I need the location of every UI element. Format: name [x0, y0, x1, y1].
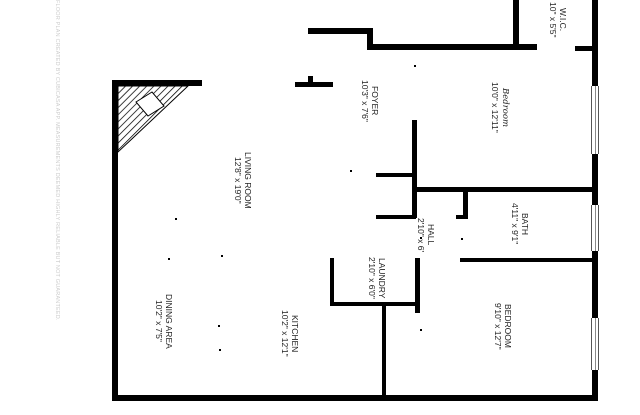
room-dims: 4'11" x 9'1" [510, 203, 520, 245]
room-dims: 12'8" x 19'0" [233, 157, 243, 204]
room-name: DINING AREA [164, 294, 174, 349]
outlet-marker [414, 65, 416, 67]
wall [415, 258, 420, 313]
outlet-marker [218, 325, 220, 327]
outlet-marker [219, 349, 221, 351]
wall [295, 82, 333, 87]
outlet-marker [420, 237, 422, 239]
wall [308, 76, 313, 86]
room-name: HALL [426, 224, 436, 246]
room-name: BEDROOM [503, 304, 513, 349]
window [591, 318, 599, 370]
wall [382, 304, 386, 396]
wall [412, 120, 417, 218]
wall [513, 0, 519, 50]
room-name: LIVING ROOM [243, 152, 253, 209]
outlet-marker [350, 170, 352, 172]
room-label-wic: W.I.C.10" x 5'5" [548, 2, 568, 38]
room-name: LAUNDRY [377, 257, 387, 299]
outlet-marker [420, 329, 422, 331]
room-name: KITCHEN [290, 314, 300, 352]
room-name: BATH [520, 212, 530, 235]
wall [330, 302, 418, 306]
room-dims: 2'10" x 6' [416, 218, 426, 253]
window [591, 205, 599, 251]
fireplace-icon [118, 86, 189, 153]
room-dims: 9'10" x 12'7" [493, 303, 503, 350]
outlet-marker [461, 238, 463, 240]
wall [456, 215, 468, 219]
room-dims: 2'10" x 6'0" [367, 257, 377, 299]
wall [308, 28, 373, 34]
wall [112, 395, 598, 401]
outlet-marker [221, 255, 223, 257]
wall [112, 80, 118, 401]
watermark: FLOOR PLAN CREATED BY CUBICASA APP. MEAS… [54, 0, 60, 321]
wall [463, 190, 468, 218]
room-dims: 10'3" x 7'6" [360, 80, 370, 122]
wall [367, 44, 537, 50]
room-name: W.I.C. [558, 8, 568, 32]
room-dims: 10'2" x 7'5" [154, 300, 164, 343]
room-name: FOYER [370, 86, 380, 116]
wall [460, 258, 595, 262]
room-dims: 10'0" x 12'11" [490, 82, 500, 133]
wall [112, 80, 202, 86]
outlet-marker [175, 218, 177, 220]
wall [592, 0, 598, 401]
wall [367, 28, 373, 50]
outlet-marker [168, 258, 170, 260]
room-name: Bedroom [500, 87, 510, 127]
wall [415, 187, 595, 192]
room-dims: 10" x 5'5" [548, 2, 558, 38]
room-dims: 10'2" x 12'1" [280, 310, 290, 357]
wall [376, 173, 416, 177]
wall [575, 46, 595, 51]
wall [376, 215, 416, 219]
wall [330, 258, 334, 306]
window [591, 86, 599, 154]
